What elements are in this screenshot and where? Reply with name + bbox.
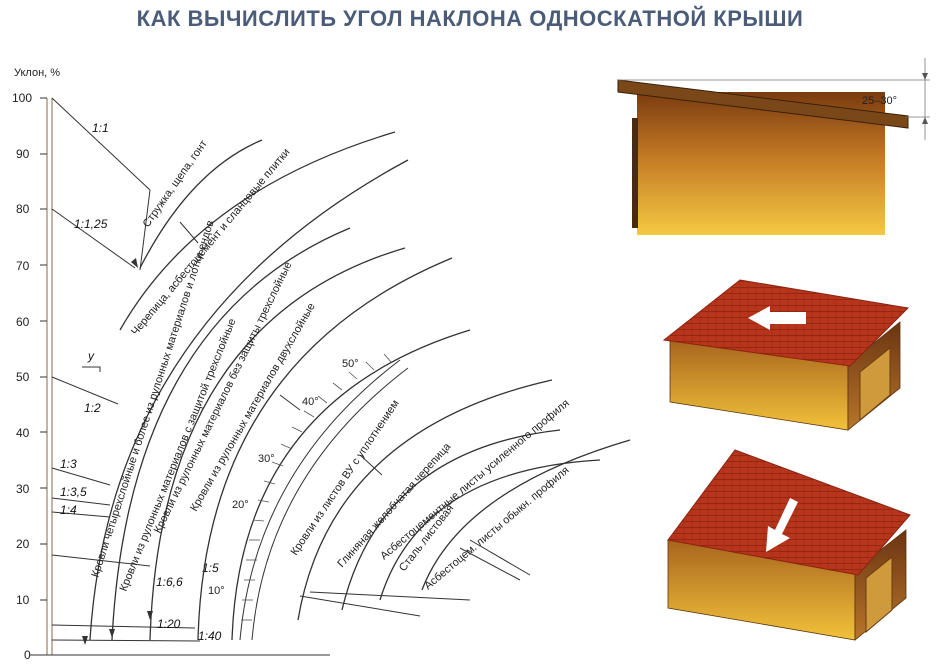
tick-40: 40	[16, 426, 30, 440]
ratio-1-4: 1:4	[60, 503, 77, 517]
house-back-slope	[662, 279, 910, 431]
angle-20: 20°	[232, 499, 249, 511]
ratio-1-5: 1:5	[202, 561, 219, 575]
ratio-1-6-6: 1:6,6	[156, 575, 183, 589]
tick-60: 60	[16, 315, 30, 329]
house-elevation: 25–30°	[617, 58, 930, 235]
material-label-5: Кровли из рулонных материалов без защиты…	[152, 260, 294, 535]
axis-label: Уклон, %	[14, 67, 60, 79]
tick-70: 70	[16, 259, 30, 273]
tick-0: 0	[24, 648, 31, 662]
material-label-11: Асбестоцем. листы обыкн. профиля	[422, 464, 571, 592]
arrow-left-icon	[748, 306, 806, 330]
tick-30: 30	[16, 482, 30, 496]
slope-marker: у	[87, 349, 95, 363]
angle-30: 30°	[258, 453, 275, 465]
ratio-1-3-5: 1:3,5	[60, 485, 87, 499]
tick-50: 50	[16, 370, 30, 384]
arrow-down-icon	[766, 498, 798, 552]
ratio-1-1-25: 1:1,25	[74, 217, 108, 231]
slope-axis: Уклон, % 100 90 80 70 60 50 40 30 20 10 …	[12, 67, 330, 662]
house-angle-label: 25–30°	[862, 95, 897, 107]
material-label-9: Асбестоцементные листы усиленного профил…	[378, 397, 572, 562]
material-label-1: Стружка, щепа, гонт	[141, 138, 210, 230]
ratio-lines: 1:1 1:1,25 1:2 1:3 1:3,5 1:4 1:6,6 1:5 1…	[51, 97, 222, 643]
ratio-1-40: 1:40	[198, 629, 222, 643]
angle-40: 40°	[302, 396, 319, 408]
tick-90: 90	[16, 147, 30, 161]
page-title: КАК ВЫЧИСЛИТЬ УГОЛ НАКЛОНА ОДНОСКАТНОЙ К…	[136, 6, 804, 31]
tick-80: 80	[16, 202, 30, 216]
ratio-1-1: 1:1	[92, 121, 109, 135]
material-arcs	[82, 131, 631, 645]
angle-50: 50°	[342, 358, 359, 370]
angle-ruler: 50° 40° 30° 20° 10°	[208, 353, 409, 641]
angle-10: 10°	[208, 585, 225, 597]
tick-100: 100	[12, 91, 32, 105]
tick-10: 10	[16, 593, 30, 607]
ratio-1-2: 1:2	[84, 401, 101, 415]
house-front-slope	[667, 449, 911, 641]
tick-20: 20	[16, 537, 30, 551]
ratio-1-20: 1:20	[157, 617, 181, 631]
ratio-1-3: 1:3	[60, 457, 77, 471]
house-roof	[617, 79, 909, 129]
